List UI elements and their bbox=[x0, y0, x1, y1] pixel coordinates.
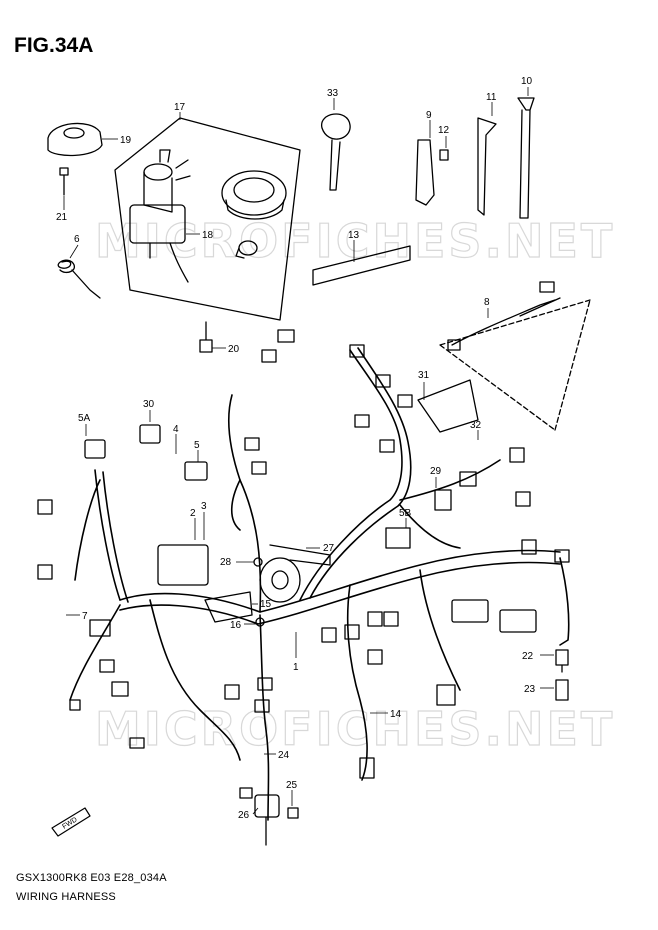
callout-11: 11 bbox=[486, 92, 497, 103]
callout-10: 10 bbox=[521, 76, 533, 87]
callout-8: 8 bbox=[484, 297, 490, 308]
switch-22-icon bbox=[555, 649, 569, 673]
callout-5b: 5B bbox=[399, 508, 412, 519]
callout-25: 25 bbox=[286, 780, 298, 791]
bracket-31-icon bbox=[417, 379, 479, 433]
callout-28: 28 bbox=[220, 557, 232, 568]
bolt-28-icon bbox=[253, 557, 263, 567]
callout-19: 19 bbox=[120, 135, 132, 146]
switch-26-icon bbox=[239, 787, 280, 846]
callout-6: 6 bbox=[74, 234, 80, 245]
bolt-21-icon bbox=[59, 167, 69, 196]
callout-31: 31 bbox=[418, 370, 430, 381]
sub-harness-8 bbox=[451, 297, 561, 346]
callout-29: 29 bbox=[430, 466, 442, 477]
horn-icon bbox=[259, 544, 331, 603]
figure-name: WIRING HARNESS bbox=[16, 891, 116, 903]
callout-32: 32 bbox=[470, 420, 482, 431]
fuel-cap-icon bbox=[221, 170, 287, 220]
callout-15: 15 bbox=[260, 599, 272, 610]
callout-1: 1 bbox=[293, 662, 299, 673]
bracket-15-icon bbox=[204, 591, 253, 623]
callout-30: 30 bbox=[143, 399, 155, 410]
tape-icon bbox=[312, 245, 411, 286]
key-icon bbox=[321, 113, 351, 191]
callout-13: 13 bbox=[348, 230, 360, 241]
lock-cylinder-icon bbox=[235, 240, 258, 259]
callout-16: 16 bbox=[230, 620, 242, 631]
cable-tie-icon bbox=[517, 97, 535, 219]
callout-5a: 5A bbox=[78, 413, 91, 424]
callout-3: 3 bbox=[201, 501, 207, 512]
clamp-11-icon bbox=[477, 117, 497, 216]
model-code: GSX1300RK8 E03 E28_034A bbox=[16, 872, 167, 884]
callout-33: 33 bbox=[327, 88, 339, 99]
callout-2: 2 bbox=[190, 508, 196, 519]
callout-14: 14 bbox=[390, 709, 402, 720]
bolt-20-icon bbox=[199, 321, 213, 353]
callout-9: 9 bbox=[426, 110, 432, 121]
ignition-switch-icon bbox=[129, 149, 191, 283]
harness-8-box bbox=[439, 299, 591, 431]
watermark-bottom: MICROFICHES.NET bbox=[95, 702, 615, 756]
bolt-16-icon bbox=[255, 617, 265, 627]
callout-26: 26 bbox=[238, 810, 250, 821]
callout-17: 17 bbox=[174, 102, 186, 113]
ignition-switch-box bbox=[114, 117, 301, 321]
callout-labels: 17 19 21 6 18 20 33 9 12 11 10 13 8 31 3… bbox=[56, 76, 536, 821]
callout-23: 23 bbox=[524, 684, 536, 695]
callout-4: 4 bbox=[173, 424, 179, 435]
callout-20: 20 bbox=[228, 344, 240, 355]
bolt-25-icon bbox=[287, 807, 299, 819]
callout-7: 7 bbox=[82, 611, 88, 622]
callout-5: 5 bbox=[194, 440, 200, 451]
callout-27: 27 bbox=[323, 543, 335, 554]
callout-21: 21 bbox=[56, 212, 68, 223]
figure-title: FIG.34A bbox=[14, 34, 94, 57]
callout-24: 24 bbox=[278, 750, 290, 761]
callout-22: 22 bbox=[522, 651, 534, 662]
bolt-12-icon bbox=[439, 149, 449, 161]
callout-18: 18 bbox=[202, 230, 214, 241]
leader-lines bbox=[63, 87, 554, 815]
switch-cover-icon bbox=[47, 122, 103, 157]
connectors bbox=[37, 329, 570, 779]
callout-12: 12 bbox=[438, 125, 450, 136]
spring-icon bbox=[57, 259, 101, 299]
fwd-arrow-icon bbox=[51, 807, 91, 837]
bolt-23-icon bbox=[555, 679, 569, 701]
bracket-9-icon bbox=[415, 139, 435, 206]
